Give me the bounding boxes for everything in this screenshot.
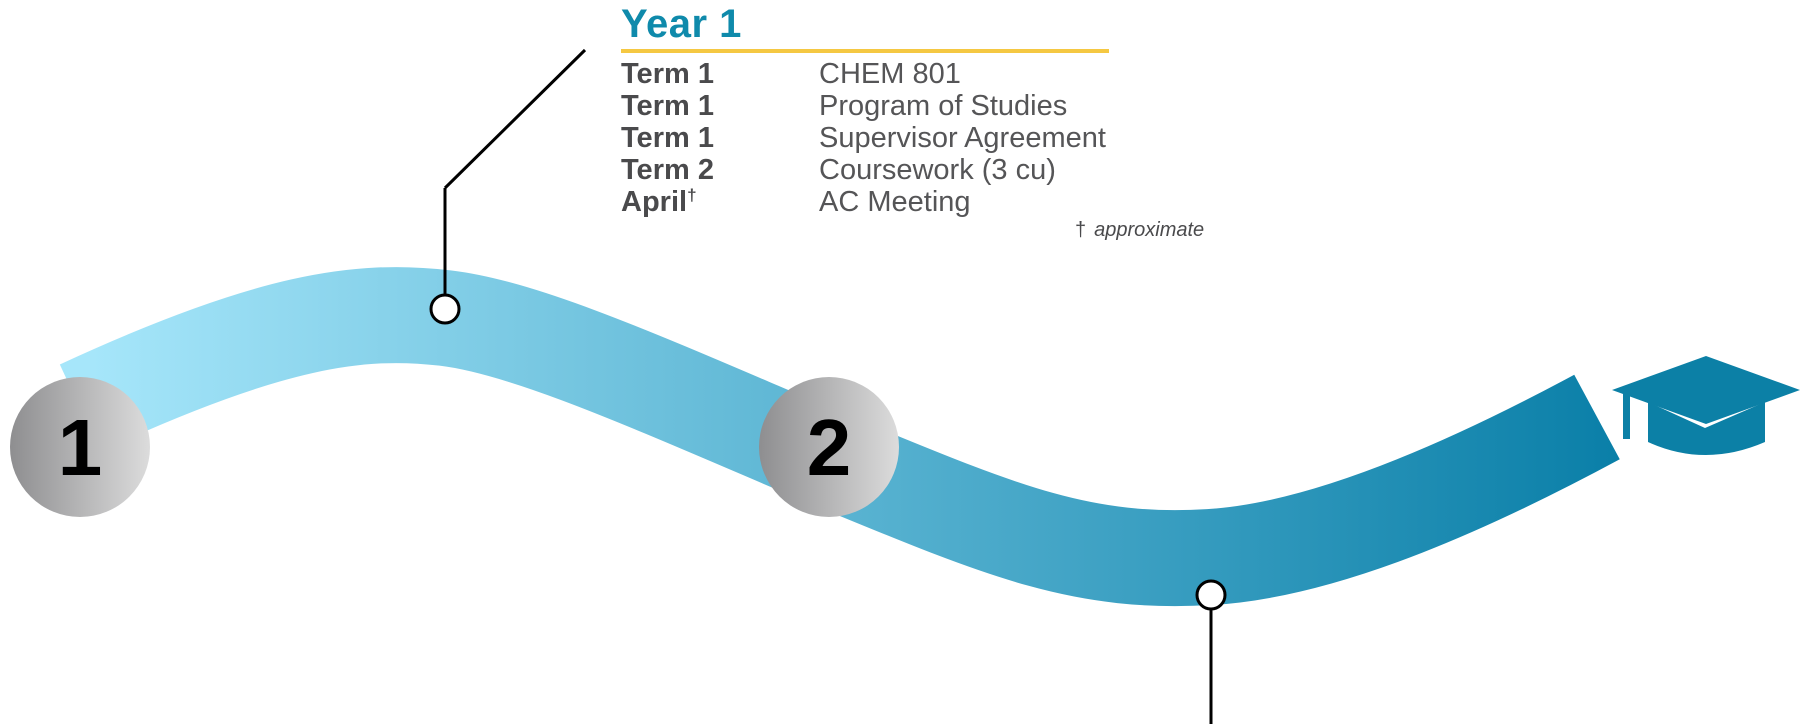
- footnote-text: approximate: [1094, 219, 1205, 241]
- schedule-when: Term 2: [621, 154, 714, 186]
- schedule-when-cell: April†: [621, 186, 819, 218]
- milestone-2: 2: [759, 377, 899, 517]
- milestone-1: 1: [10, 377, 150, 517]
- footnote-mark: †: [1075, 219, 1087, 241]
- schedule-row: Term 2 Coursework (3 cu): [621, 154, 1106, 186]
- callout-anchor-dot: [429, 293, 461, 325]
- milestone-label: 1: [58, 403, 103, 492]
- schedule-row: Term 1 CHEM 801: [621, 58, 1106, 90]
- schedule-when: Term 1: [621, 90, 714, 122]
- footnote: † approximate: [1075, 219, 1204, 242]
- schedule-when: April: [621, 186, 688, 218]
- milestone-label: 2: [807, 403, 852, 492]
- title-underline: [621, 49, 1109, 53]
- callout-anchor-dot: [1195, 579, 1227, 611]
- schedule-row: Term 1 Supervisor Agreement: [621, 122, 1106, 154]
- schedule-when: Term 1: [621, 122, 714, 154]
- year-title: Year 1: [621, 2, 742, 46]
- schedule-what: AC Meeting: [819, 186, 971, 218]
- graduation-cap-icon: [1612, 356, 1800, 455]
- schedule-what: Coursework (3 cu): [819, 154, 1056, 186]
- callout-connector-line: [443, 48, 587, 190]
- schedule-row: Term 1 Program of Studies: [621, 90, 1106, 122]
- schedule-row: April† AC Meeting: [621, 186, 1106, 218]
- dagger-mark: †: [687, 185, 697, 205]
- schedule-when: Term 1: [621, 58, 714, 90]
- schedule-what: CHEM 801: [819, 58, 961, 90]
- schedule-list: Term 1 CHEM 801 Term 1 Program of Studie…: [621, 58, 1106, 218]
- schedule-what: Program of Studies: [819, 90, 1068, 122]
- schedule-what: Supervisor Agreement: [819, 122, 1106, 154]
